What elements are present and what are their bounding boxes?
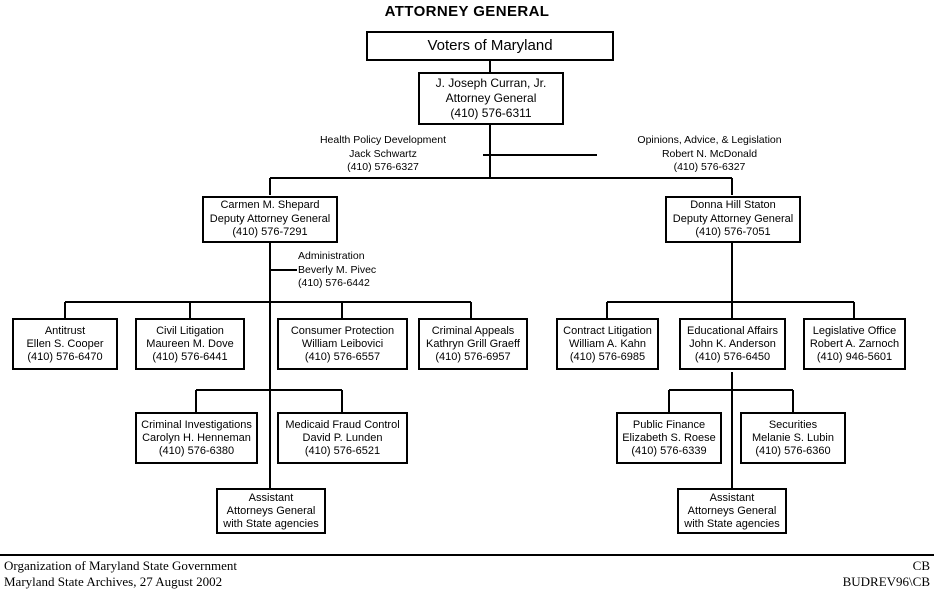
node-securities[interactable]: Securities Melanie S. Lubin (410) 576-63… — [740, 412, 846, 464]
node-medicaid-fraud-control[interactable]: Medicaid Fraud Control David P. Lunden (… — [277, 412, 408, 464]
node-line: Ellen S. Cooper — [26, 337, 104, 350]
note-line: Health Policy Development — [319, 134, 447, 146]
node-line: Consumer Protection — [290, 324, 395, 337]
node-line: Robert A. Zarnoch — [809, 337, 900, 350]
footer-source-line1: Organization of Maryland State Governmen… — [4, 558, 237, 573]
note-line: (410) 576-6442 — [298, 277, 370, 289]
note-line: Administration — [298, 250, 365, 262]
node-line: (410) 576-6380 — [158, 444, 235, 457]
note-line: (410) 576-6327 — [347, 161, 419, 173]
node-line: (410) 576-6470 — [27, 350, 103, 363]
node-line: (410) 576-6557 — [304, 350, 381, 363]
node-line: Voters of Maryland — [427, 37, 553, 54]
node-assistant-attorneys-general-right[interactable]: Assistant Attorneys General with State a… — [677, 488, 787, 534]
node-educational-affairs[interactable]: Educational Affairs John K. Anderson (41… — [679, 318, 786, 370]
node-line: (410) 576-6985 — [569, 350, 646, 363]
node-line: Kathryn Grill Graeff — [426, 337, 520, 350]
node-line: Antitrust — [44, 324, 86, 337]
node-line: (410) 576-6441 — [152, 350, 228, 363]
node-line: Contract Litigation — [563, 324, 652, 337]
node-line: Civil Litigation — [156, 324, 224, 337]
note-line: (410) 576-6327 — [673, 161, 746, 173]
node-line: (410) 576-6339 — [631, 444, 707, 457]
node-line: Securities — [768, 418, 818, 431]
node-line: Criminal Investigations — [141, 418, 252, 431]
node-line: Carmen M. Shepard — [220, 199, 320, 212]
node-line: Attorneys General — [687, 504, 777, 517]
note-line: Robert N. McDonald — [661, 147, 758, 160]
footer-reference-line2: BUDREV96\CB — [842, 574, 930, 589]
node-civil-litigation[interactable]: Civil Litigation Maureen M. Dove (410) 5… — [135, 318, 245, 370]
node-line: John K. Anderson — [689, 337, 776, 350]
footer-reference: CB BUDREV96\CB — [843, 558, 930, 590]
node-deputy-donna-hill-staton[interactable]: Donna Hill Staton Deputy Attorney Genera… — [665, 196, 801, 243]
node-line: David P. Lunden — [302, 431, 383, 444]
node-line: Elizabeth S. Roese — [622, 431, 716, 444]
node-antitrust[interactable]: Antitrust Ellen S. Cooper (410) 576-6470 — [12, 318, 118, 370]
node-contract-litigation[interactable]: Contract Litigation William A. Kahn (410… — [556, 318, 659, 370]
node-criminal-appeals[interactable]: Criminal Appeals Kathryn Grill Graeff (4… — [418, 318, 528, 370]
node-deputy-carmen-shepard[interactable]: Carmen M. Shepard Deputy Attorney Genera… — [202, 196, 338, 243]
node-attorney-general[interactable]: J. Joseph Curran, Jr. Attorney General (… — [418, 72, 564, 125]
note-line: Beverly M. Pivec — [298, 263, 377, 276]
note-health-policy-development[interactable]: Health Policy Development Jack Schwartz … — [283, 134, 483, 175]
node-line: (410) 576-6957 — [435, 350, 511, 363]
node-line: William A. Kahn — [568, 337, 647, 350]
node-line: Carolyn H. Henneman — [142, 431, 251, 444]
footer-reference-line1: CB — [912, 558, 930, 573]
note-line: Jack Schwartz — [349, 147, 417, 160]
note-line: Opinions, Advice, & Legislation — [637, 134, 782, 146]
node-line: (410) 576-6311 — [450, 106, 532, 120]
node-line: Deputy Attorney General — [209, 212, 331, 225]
node-line: Attorney General — [445, 91, 537, 105]
footer-source: Organization of Maryland State Governmen… — [4, 558, 237, 590]
node-line: (410) 576-6360 — [755, 444, 831, 457]
note-administration[interactable]: Administration Beverly M. Pivec (410) 57… — [298, 250, 448, 291]
node-legislative-office[interactable]: Legislative Office Robert A. Zarnoch (41… — [803, 318, 906, 370]
node-line: (410) 576-6450 — [694, 350, 771, 363]
node-voters-of-maryland[interactable]: Voters of Maryland — [366, 31, 614, 61]
node-line: Educational Affairs — [687, 324, 778, 337]
node-line: Medicaid Fraud Control — [285, 418, 400, 431]
note-opinions-advice-legislation[interactable]: Opinions, Advice, & Legislation Robert N… — [597, 134, 822, 175]
node-line: (410) 576-7291 — [232, 226, 308, 239]
node-line: (410) 576-6521 — [304, 444, 381, 457]
node-line: with State agencies — [223, 517, 319, 530]
node-line: Melanie S. Lubin — [752, 431, 834, 444]
node-line: (410) 946-5601 — [816, 350, 893, 363]
node-line: Maureen M. Dove — [146, 337, 234, 350]
node-line: Assistant — [709, 491, 755, 504]
node-line: Donna Hill Staton — [690, 199, 776, 212]
node-line: Attorneys General — [226, 504, 316, 517]
node-line: Deputy Attorney General — [672, 212, 794, 225]
node-consumer-protection[interactable]: Consumer Protection William Leibovici (4… — [277, 318, 408, 370]
node-line: J. Joseph Curran, Jr. — [435, 76, 547, 90]
node-line: Legislative Office — [812, 324, 897, 337]
footer-source-line2: Maryland State Archives, 27 August 2002 — [4, 574, 223, 589]
node-line: William Leibovici — [301, 337, 384, 350]
node-line: with State agencies — [684, 517, 780, 530]
node-public-finance[interactable]: Public Finance Elizabeth S. Roese (410) … — [616, 412, 722, 464]
node-line: Assistant — [248, 491, 294, 504]
page-title: ATTORNEY GENERAL — [384, 3, 550, 20]
node-line: (410) 576-7051 — [695, 226, 771, 239]
node-assistant-attorneys-general-left[interactable]: Assistant Attorneys General with State a… — [216, 488, 326, 534]
footer-divider — [0, 554, 934, 556]
node-criminal-investigations[interactable]: Criminal Investigations Carolyn H. Henne… — [135, 412, 258, 464]
node-line: Public Finance — [632, 418, 706, 431]
node-line: Criminal Appeals — [431, 324, 515, 337]
